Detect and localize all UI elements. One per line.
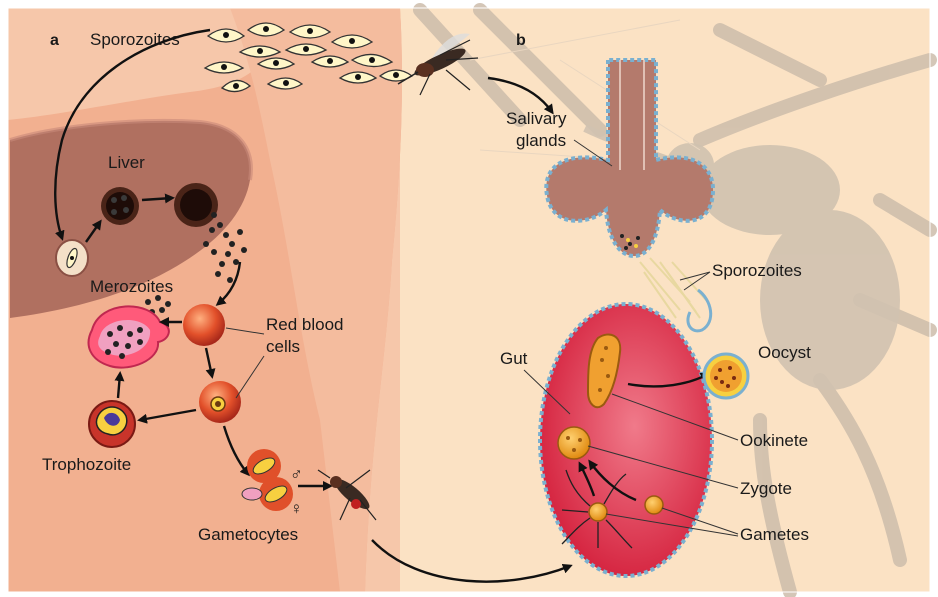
- panel-label-a: a: [50, 32, 59, 49]
- label-ookinete: Ookinete: [740, 431, 808, 450]
- female-gamete: [645, 496, 663, 514]
- label-liver: Liver: [108, 153, 145, 172]
- label-gut: Gut: [500, 349, 528, 368]
- male-symbol: ♂: [290, 465, 303, 484]
- label-red-blood-cells-line2: cells: [266, 337, 300, 356]
- label-oocyst: Oocyst: [758, 343, 811, 362]
- liver-cell-stage-1: [56, 240, 88, 276]
- label-trophozoite: Trophozoite: [42, 455, 131, 474]
- label-salivary-glands-line2: glands: [516, 131, 566, 150]
- oocyst: [704, 354, 748, 398]
- label-gametes: Gametes: [740, 525, 809, 544]
- red-blood-cell-1: [183, 304, 225, 346]
- label-zygote: Zygote: [740, 479, 792, 498]
- zygote: [558, 427, 590, 459]
- label-red-blood-cells-line1: Red blood: [266, 315, 344, 334]
- label-salivary-glands-line1: Salivary: [506, 109, 567, 128]
- liver-cell-stage-2: [101, 187, 139, 225]
- trophozoite-cell: [89, 401, 135, 447]
- label-gametocytes: Gametocytes: [198, 525, 298, 544]
- female-symbol: ♀: [290, 499, 303, 518]
- label-sporozoites-b: Sporozoites: [712, 261, 802, 280]
- panel-label-b: b: [516, 32, 526, 49]
- label-merozoites: Merozoites: [90, 277, 173, 296]
